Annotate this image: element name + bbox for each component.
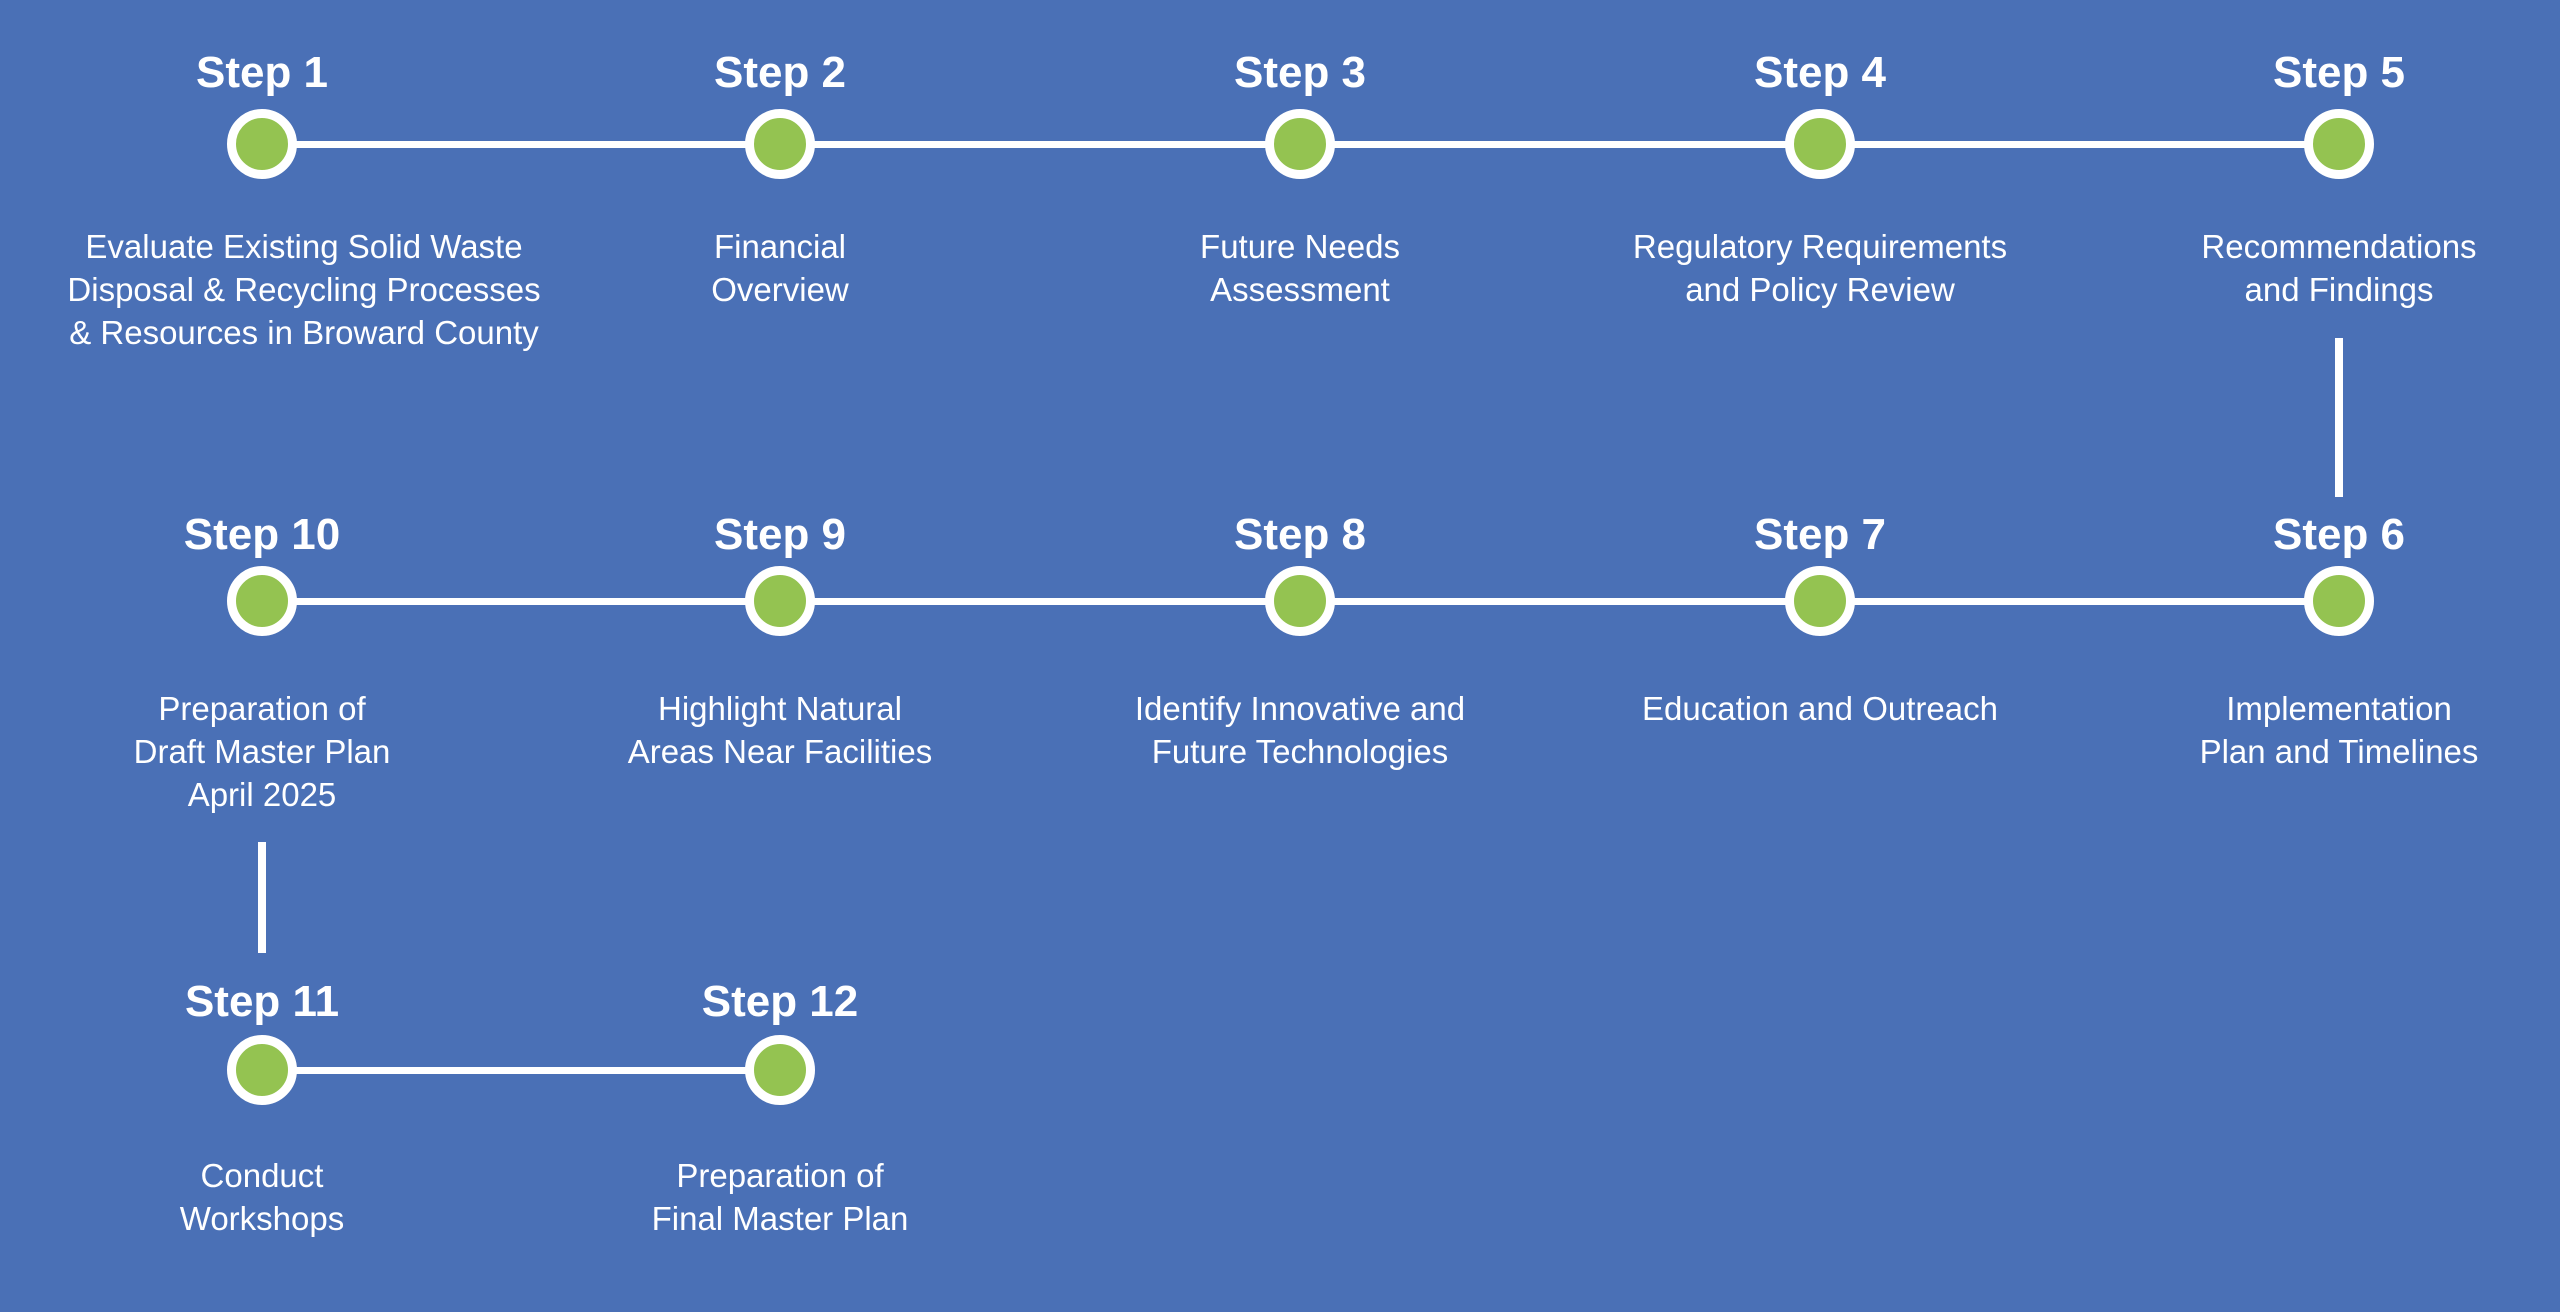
step-4-node-icon <box>1785 109 1855 179</box>
step-11-node-icon <box>227 1035 297 1105</box>
step-11-label: Step 11 <box>184 977 340 1026</box>
step-4-label: Step 4 <box>1753 48 1887 97</box>
step-5-node-icon <box>2304 109 2374 179</box>
step-12-label: Step 12 <box>701 977 859 1026</box>
step-4-description: Regulatory Requirements and Policy Revie… <box>1632 228 2008 308</box>
step-3-description: Future Needs Assessment <box>1200 228 1400 308</box>
step-6-description: Implementation Plan and Timelines <box>2199 690 2479 770</box>
step-12-node-icon <box>745 1035 815 1105</box>
step-11: Step 11 Conduct Workshops <box>2 974 522 1237</box>
step-9: Step 9 Highlight Natural Areas Near Faci… <box>520 507 1040 770</box>
step-12: Step 12 Preparation of Final Master Plan <box>520 974 1040 1237</box>
step-9-description: Highlight Natural Areas Near Facilities <box>627 690 933 770</box>
step-10: Step 10 Preparation of Draft Master Plan… <box>2 507 522 813</box>
step-1: Step 1 Evaluate Existing Solid Waste Dis… <box>2 45 540 351</box>
timeline-row-3-line <box>262 1067 780 1074</box>
step-5-description: Recommendations and Findings <box>2201 228 2477 308</box>
step-1-label: Step 1 <box>195 48 329 97</box>
step-7-node-icon <box>1785 566 1855 636</box>
step-11-description: Conduct Workshops <box>179 1157 345 1237</box>
step-9-node-icon <box>745 566 815 636</box>
step-8-label: Step 8 <box>1233 510 1367 559</box>
step-1-description: Evaluate Existing Solid Waste Disposal &… <box>67 228 541 351</box>
step-2-label: Step 2 <box>713 48 847 97</box>
step-8-description: Identify Innovative and Future Technolog… <box>1134 690 1466 770</box>
step-6-label: Step 6 <box>2272 510 2406 559</box>
step-12-description: Preparation of Final Master Plan <box>651 1157 909 1237</box>
step-8-node-icon <box>1265 566 1335 636</box>
step-2-description: Financial Overview <box>711 228 849 308</box>
step-4: Step 4 Regulatory Requirements and Polic… <box>1560 45 2080 308</box>
step-3: Step 3 Future Needs Assessment <box>1040 45 1560 308</box>
step-1-node-icon <box>227 109 297 179</box>
step-6-node-icon <box>2304 566 2374 636</box>
connector-step-10-to-11 <box>258 842 266 953</box>
step-7: Step 7 Education and Outreach <box>1560 507 2080 727</box>
step-5-label: Step 5 <box>2272 48 2406 97</box>
step-6: Step 6 Implementation Plan and Timelines <box>2079 507 2560 770</box>
step-10-node-icon <box>227 566 297 636</box>
step-2: Step 2 Financial Overview <box>520 45 1040 308</box>
step-5: Step 5 Recommendations and Findings <box>2079 45 2560 308</box>
step-3-node-icon <box>1265 109 1335 179</box>
connector-step-5-to-6 <box>2335 338 2343 497</box>
step-7-description: Education and Outreach <box>1642 690 1998 727</box>
step-10-label: Step 10 <box>183 510 341 559</box>
step-3-label: Step 3 <box>1233 48 1367 97</box>
step-8: Step 8 Identify Innovative and Future Te… <box>1040 507 1560 770</box>
step-2-node-icon <box>745 109 815 179</box>
step-10-description: Preparation of Draft Master Plan April 2… <box>133 690 391 813</box>
step-9-label: Step 9 <box>713 510 847 559</box>
step-7-label: Step 7 <box>1753 510 1887 559</box>
